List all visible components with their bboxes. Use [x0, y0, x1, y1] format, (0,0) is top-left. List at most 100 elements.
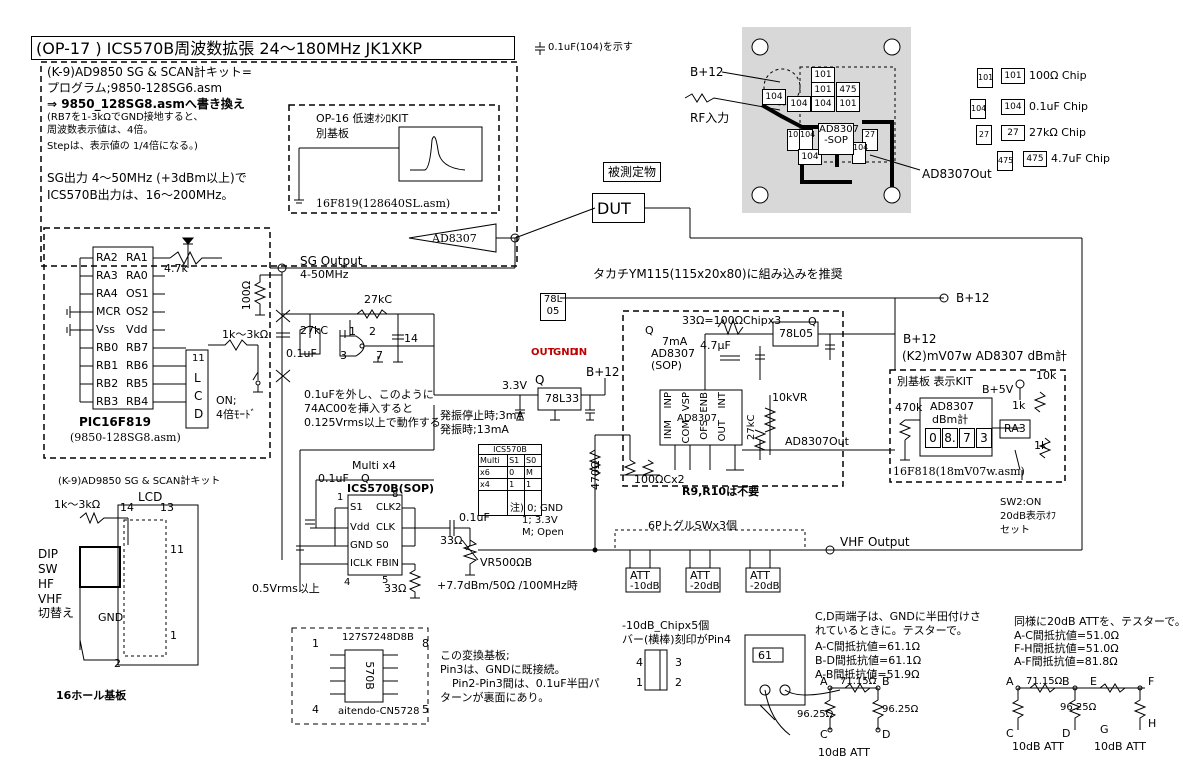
dbm-title: (K2)mV07w AD8307 dBm計: [902, 349, 1068, 363]
ics-pin-left-s1: S1: [350, 502, 363, 513]
att3-l2: -20dB: [750, 581, 780, 592]
dbm-r470k: 470k: [895, 401, 923, 414]
note74-line2: 74AC00を挿入すると: [304, 402, 414, 415]
legend-chip-vertical: 475: [997, 151, 1013, 171]
att20-a: A: [1006, 675, 1014, 688]
dbm-sub: 別基板 表示KIT: [897, 375, 973, 388]
att10-b: B: [882, 675, 890, 688]
legend-chip-code-475: 475: [1023, 151, 1047, 167]
ic-pkg-pin5: 5: [422, 703, 429, 716]
pic-board-outline: [43, 227, 271, 459]
pic-name: PIC16F819: [79, 415, 152, 429]
hole-board-inner: [123, 519, 167, 657]
scope-pulse: [410, 136, 466, 171]
mult-cell: x6: [477, 466, 509, 479]
pcb-leaders: [684, 71, 921, 171]
op16-line2: 別基板: [316, 127, 349, 140]
dbm-digit: 0: [925, 428, 941, 448]
ic-pkg-chip-label: 570B: [362, 661, 376, 690]
dip-switch-body: [79, 546, 121, 588]
pic-pullup: 1k〜3kΩ: [222, 328, 269, 341]
ic-pkg-chip: [344, 649, 384, 703]
dbm-r1k-a: 1k: [1012, 399, 1026, 412]
ics-pin4: 4: [344, 577, 351, 588]
ad-pin-bottom-ofs: OFS: [699, 420, 710, 440]
pcb-cell-10: 27: [862, 129, 878, 151]
ic-pkg-vendor: aitendo-CN5728: [338, 706, 420, 717]
scope-screen: [398, 126, 483, 182]
lcd-conn-n11: 11: [170, 543, 184, 556]
att3-l1: ATT: [750, 569, 770, 582]
cd-line2: れているときに。テスターで。: [815, 624, 968, 637]
att20-caption1: 10dB ATT: [1012, 740, 1064, 753]
ad-reg: 78L05: [779, 327, 814, 340]
ad-q2: Q: [808, 315, 817, 328]
legend-chip-vertical: 104: [970, 99, 986, 119]
pic-pin-right-vdd: Vdd: [126, 323, 148, 336]
ad-r27k: 27kC: [746, 414, 757, 441]
dbm-sw-note2: 20dB表示ｵﾌ: [1000, 511, 1056, 522]
legend-chip-code-27: 27: [1001, 125, 1025, 141]
reg-part-body: 78L 05: [540, 293, 566, 321]
ic-pkg-board: [291, 627, 429, 725]
r470-label: 470Ω: [589, 460, 602, 490]
pcb-b12: B+12: [690, 65, 724, 79]
kit-line8: ICS570B出力は、16〜200MHz。: [47, 188, 234, 202]
att10-d: D: [882, 728, 891, 741]
pic-pin-right-os1: OS1: [126, 287, 149, 300]
ics-pin-left-gnd: GND: [350, 540, 373, 551]
ic-pkg-pin8: 8: [422, 637, 429, 650]
att20-line4: A-F間抵抗値=81.8Ω: [1014, 655, 1118, 668]
dbm-digit: 8.: [942, 428, 958, 448]
att20-d: D: [1062, 727, 1071, 740]
dbm-lcd-frame: [919, 397, 993, 457]
pcb-chip: AD8307 -SOP: [818, 123, 859, 155]
dut-caption: 被測定物: [603, 162, 661, 182]
chip-note-line2: バー(横棒)刻印がPin4: [622, 633, 732, 646]
ad-ma: 7mA: [662, 335, 688, 348]
legend-caption: 0.1uF(104)を示す: [548, 42, 633, 53]
legend-chip-desc: 27kΩ Chip: [1029, 126, 1086, 139]
r100-label: 100Ω: [240, 280, 254, 311]
dbm-digit: 3: [976, 428, 992, 448]
reg-part-name1: 78L: [543, 294, 563, 305]
ad-q: Q: [645, 324, 654, 337]
ad-out: AD8307Out: [785, 435, 849, 448]
current-stop: 発振停止時;3mA: [440, 409, 524, 422]
ra3-box: [999, 419, 1031, 439]
att20-line2: A-C間抵抗値=51.0Ω: [1014, 629, 1120, 642]
ics-pin-left-iclk: ICLK: [350, 558, 373, 569]
chip-pin4: 4: [636, 656, 643, 669]
att20-b: B: [1062, 675, 1070, 688]
mult-header-2: S0: [524, 454, 542, 467]
pcb-cell-4: 104: [762, 89, 786, 105]
b12-reg: B+12: [586, 365, 620, 379]
mult-header-1: S1: [507, 454, 526, 467]
vhf-output: VHF Output: [840, 535, 910, 549]
lcd-conn-n13: 13: [160, 501, 174, 514]
out-cap: 0.1uF: [459, 511, 490, 524]
out-vr: VR500ΩB: [480, 556, 533, 569]
lcd-conn-lcd: LCD: [138, 490, 163, 504]
att2-l2: -20dB: [690, 581, 720, 592]
reg-part-name2: 05: [546, 306, 560, 317]
lcd-conn-pullup: 1k〜3kΩ: [54, 498, 101, 511]
dip-4: VHF: [38, 592, 63, 606]
dbm-prog: 16F818(18mV07w.asm): [893, 465, 1025, 478]
ad-pkg: (SOP): [651, 359, 682, 372]
pic-pin-left-rb1: RB1: [96, 359, 119, 372]
pic-lcd-d: D: [194, 407, 204, 421]
pic-pin-left-vss: Vss: [96, 323, 115, 336]
dbm-lcd-title2: dBm計: [932, 413, 969, 426]
pic-chip-body: [92, 246, 154, 410]
ics-input-level: 0.5Vrms以上: [252, 582, 320, 595]
ics-multi: Multi x4: [352, 459, 396, 472]
sg-output-range: 4-50MHz: [300, 268, 349, 281]
dbm-r10k: 10k: [1036, 369, 1057, 382]
pcb-cell-7: 101: [836, 96, 860, 112]
toggle-region: [614, 529, 806, 551]
hole-board: [117, 504, 199, 666]
pic-pin-right-os2: OS2: [126, 305, 149, 318]
pcb-chip-sub: -SOP: [824, 135, 848, 146]
